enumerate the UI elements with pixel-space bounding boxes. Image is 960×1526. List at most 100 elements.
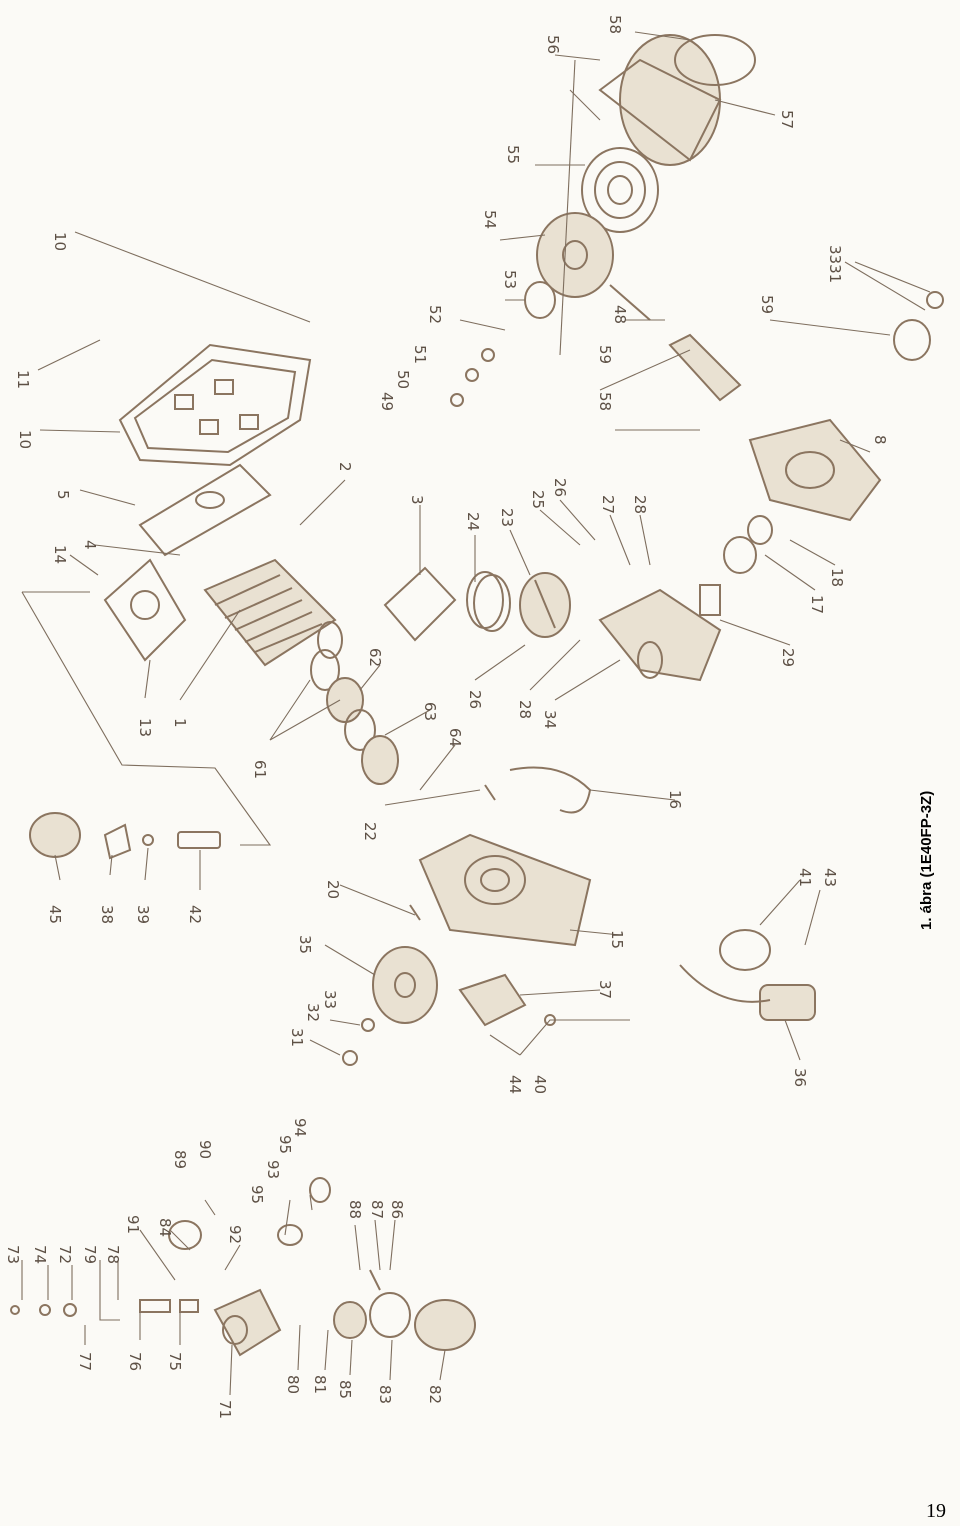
part-label-84: 84 bbox=[156, 1218, 174, 1237]
part-label-92: 92 bbox=[226, 1225, 244, 1244]
part-label-89: 89 bbox=[171, 1150, 189, 1169]
part-label-79: 79 bbox=[81, 1245, 99, 1264]
part-label-15: 15 bbox=[608, 930, 626, 949]
crankcase-other-half bbox=[748, 418, 882, 522]
part-label-36: 36 bbox=[791, 1068, 809, 1087]
starter-housing bbox=[598, 34, 722, 166]
crankcase-gasket bbox=[509, 766, 592, 814]
part-label-27: 27 bbox=[599, 495, 617, 514]
part-label-85: 85 bbox=[336, 1380, 354, 1399]
part-label-17: 17 bbox=[808, 595, 826, 614]
part-label-91: 91 bbox=[124, 1215, 142, 1234]
part-label-26a: 26 bbox=[551, 478, 569, 497]
part-label-18: 18 bbox=[828, 568, 846, 587]
part-label-38: 38 bbox=[98, 905, 116, 924]
part-label-62: 62 bbox=[366, 648, 384, 667]
part-label-47: 49 bbox=[378, 392, 396, 411]
part-label-77: 77 bbox=[76, 1352, 94, 1371]
part-label-14: 14 bbox=[51, 545, 69, 564]
part-label-31: 31 bbox=[288, 1028, 306, 1047]
part-label-74: 74 bbox=[31, 1245, 49, 1264]
part-label-4: 4 bbox=[81, 540, 99, 550]
part-label-75: 75 bbox=[166, 1352, 184, 1371]
carburetor-body bbox=[213, 1288, 282, 1357]
part-label-48: 50 bbox=[394, 370, 412, 389]
page-number: 19 bbox=[926, 1500, 946, 1522]
part-label-57: 58 bbox=[596, 392, 614, 411]
air-filter-housing bbox=[333, 1292, 476, 1351]
part-label-42: 42 bbox=[186, 905, 204, 924]
part-label-8: 8 bbox=[871, 435, 889, 445]
part-label-54: 56 bbox=[544, 35, 562, 54]
part-label-87: 87 bbox=[368, 1200, 386, 1219]
part-label-90: 90 bbox=[196, 1140, 214, 1159]
part-label-43: 43 bbox=[821, 868, 839, 887]
part-label-29: 29 bbox=[779, 648, 797, 667]
starter-pulley bbox=[536, 212, 614, 298]
part-label-95a: 95 bbox=[248, 1185, 266, 1204]
part-label-83: 83 bbox=[376, 1385, 394, 1404]
part-label-34: 34 bbox=[541, 710, 559, 729]
insulator-plate bbox=[103, 558, 187, 662]
part-label-20: 20 bbox=[324, 880, 342, 899]
part-label-82: 82 bbox=[426, 1385, 444, 1404]
ignition-coil bbox=[458, 973, 527, 1027]
part-label-40: 40 bbox=[531, 1075, 549, 1094]
part-label-61: 61 bbox=[251, 760, 269, 779]
figure-caption: 1. ábra (1E40FP-3Z) bbox=[918, 790, 935, 930]
part-label-58: 59 bbox=[596, 345, 614, 364]
crankshaft bbox=[598, 584, 722, 682]
starter-handle bbox=[609, 284, 742, 402]
part-label-3331: 3331 bbox=[826, 245, 844, 283]
intake-parts bbox=[310, 649, 399, 785]
part-label-16: 16 bbox=[666, 790, 684, 809]
part-label-5: 5 bbox=[54, 490, 72, 500]
part-label-33: 33 bbox=[321, 990, 339, 1009]
part-label-94: 94 bbox=[291, 1118, 309, 1137]
part-label-35: 35 bbox=[296, 935, 314, 954]
part-label-63: 63 bbox=[421, 702, 439, 721]
small-fasteners bbox=[342, 784, 556, 1066]
part-label-45: 45 bbox=[46, 905, 64, 924]
part-label-1: 1 bbox=[171, 718, 189, 728]
part-label-59: 59 bbox=[758, 295, 776, 314]
part-label-64: 64 bbox=[446, 728, 464, 747]
part-label-11: 11 bbox=[14, 370, 32, 389]
part-label-81: 81 bbox=[311, 1375, 329, 1394]
part-label-73: 73 bbox=[4, 1245, 22, 1264]
part-label-44: 44 bbox=[506, 1075, 524, 1094]
part-label-2: 2 bbox=[336, 462, 354, 472]
part-label-51: 53 bbox=[501, 270, 519, 289]
cylinder-gasket bbox=[383, 566, 457, 642]
piston-rings bbox=[466, 571, 511, 632]
part-label-12: 10 bbox=[51, 232, 69, 251]
part-label-72: 72 bbox=[56, 1245, 74, 1264]
part-label-95b: 95 bbox=[276, 1135, 294, 1154]
bearings bbox=[723, 515, 773, 574]
part-label-28a: 28 bbox=[631, 495, 649, 514]
part-label-49: 51 bbox=[411, 345, 429, 364]
part-label-88: 88 bbox=[346, 1200, 364, 1219]
crankcase-half bbox=[418, 833, 592, 947]
part-label-3: 3 bbox=[408, 495, 426, 505]
part-label-86: 86 bbox=[388, 1200, 406, 1219]
spark-plug-group bbox=[29, 812, 221, 860]
part-label-50: 52 bbox=[426, 305, 444, 324]
part-label-39: 39 bbox=[134, 905, 152, 924]
part-label-41: 41 bbox=[796, 868, 814, 887]
part-label-26b: 26 bbox=[466, 690, 484, 709]
carburetor-small-parts bbox=[10, 1177, 381, 1317]
part-number-labels: 10 11 10 5 14 4 13 1 2 3 24 23 25 26 27 … bbox=[4, 15, 889, 1419]
part-label-56: 58 bbox=[606, 15, 624, 34]
part-label-23: 23 bbox=[498, 508, 516, 527]
part-label-24: 24 bbox=[464, 512, 482, 531]
part-label-13: 13 bbox=[136, 718, 154, 737]
part-label-46: 48 bbox=[611, 305, 629, 324]
part-label-52: 54 bbox=[481, 210, 499, 229]
part-label-76: 76 bbox=[126, 1352, 144, 1371]
part-label-93: 93 bbox=[264, 1160, 282, 1179]
starter-ring bbox=[674, 34, 756, 86]
muffler-gasket bbox=[138, 463, 272, 557]
clutch-drum bbox=[372, 946, 438, 1024]
